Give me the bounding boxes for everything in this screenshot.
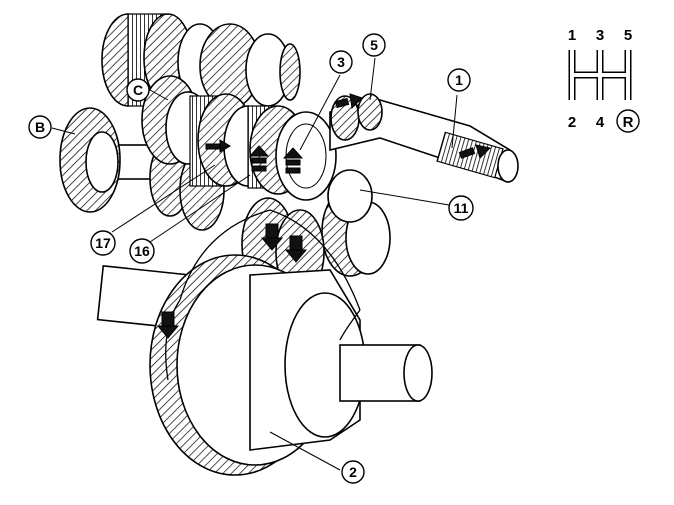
svg-text:3: 3: [337, 54, 345, 70]
svg-text:5: 5: [370, 37, 378, 53]
gear-label-3: 3: [596, 27, 604, 44]
svg-text:17: 17: [95, 235, 111, 251]
gear-label-2: 2: [568, 114, 576, 131]
shift-gate-inner: [570, 50, 630, 100]
arrow-16-icon: [248, 145, 270, 172]
svg-text:16: 16: [134, 243, 150, 259]
arrow-crown-icon: [156, 311, 180, 339]
mainshaft-gear-pack: [141, 75, 337, 201]
flow-arrows: [156, 93, 492, 339]
svg-text:C: C: [133, 82, 143, 98]
callout-11: 11: [448, 195, 474, 221]
callout-1: 1: [447, 68, 471, 92]
gear-label-4: 4: [596, 114, 605, 131]
callout-17: 17: [90, 230, 116, 256]
shift-pattern: 1 3 5 2 4 R: [568, 27, 640, 133]
arrow-input-icon: [458, 144, 492, 159]
callout-b: B: [28, 115, 52, 139]
arrow-3rd-icon: [282, 147, 304, 174]
reverse-circle: [616, 109, 640, 133]
arrow-down-2-icon: [284, 235, 308, 263]
arrow-17-icon: [205, 139, 231, 153]
gear-label-1: 1: [568, 27, 576, 44]
svg-text:1: 1: [455, 72, 463, 88]
gear-label-5: 5: [624, 27, 632, 44]
callout-c: C: [126, 78, 150, 102]
crown-wheel: [96, 254, 433, 476]
arrow-down-1-icon: [260, 223, 284, 251]
svg-text:11: 11: [454, 200, 469, 216]
leader-lines: [51, 57, 458, 471]
svg-text:B: B: [35, 119, 45, 135]
arrow-5th-icon: [334, 93, 363, 110]
callout-5: 5: [362, 33, 386, 57]
gear-label-r: R: [623, 114, 634, 131]
input-shaft: [329, 93, 519, 184]
callout-3: 3: [329, 50, 353, 74]
svg-text:2: 2: [349, 464, 357, 480]
callout-16: 16: [129, 238, 155, 264]
upper-gear-cluster: [101, 13, 301, 109]
callout-2: 2: [341, 460, 365, 484]
